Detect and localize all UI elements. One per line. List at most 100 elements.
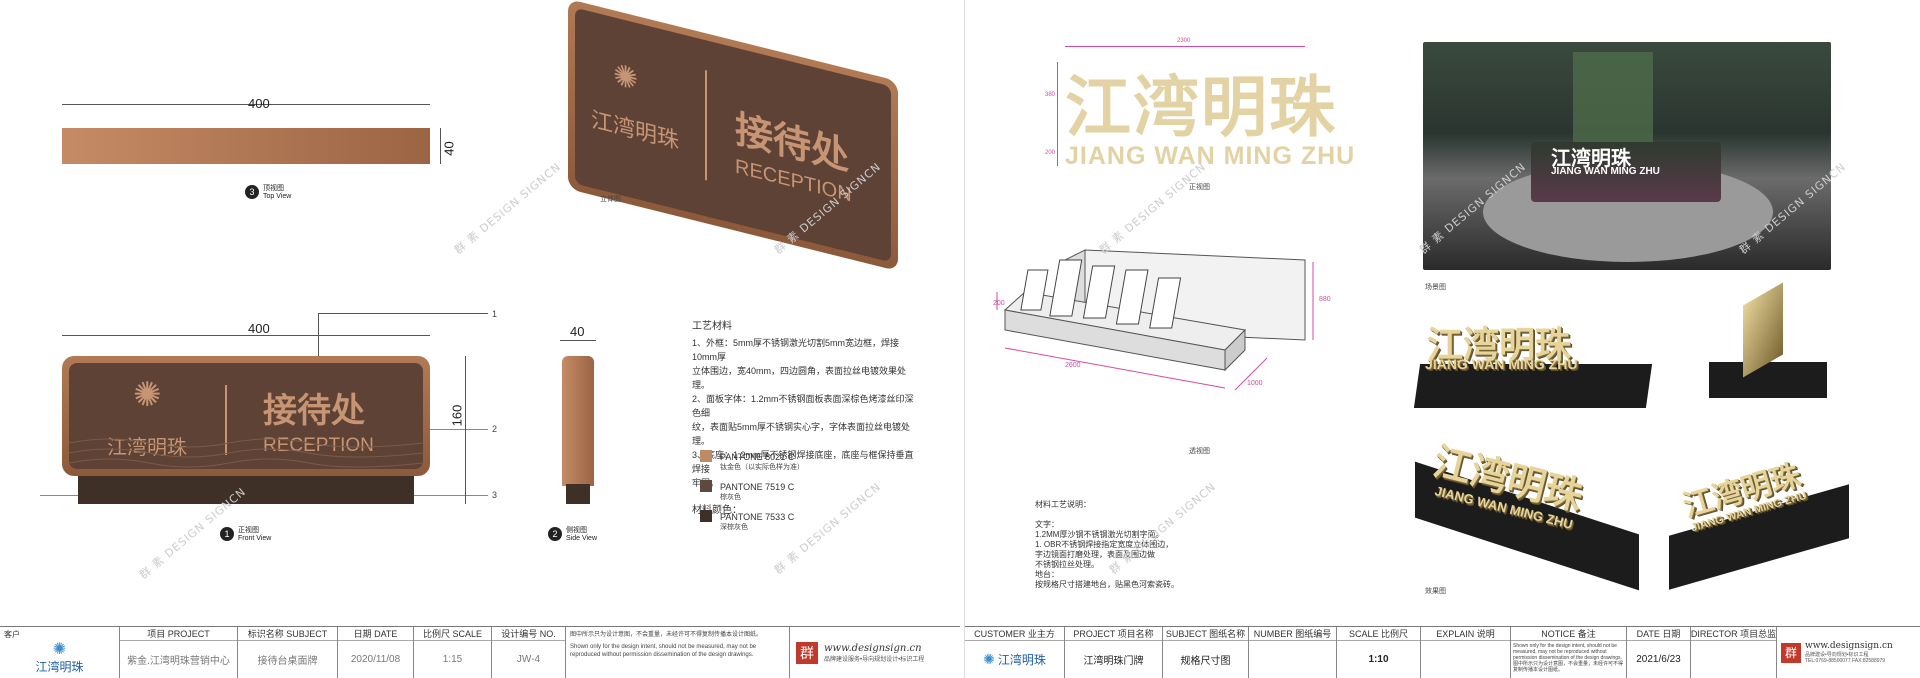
persp-dim-200: 200 [993,300,1005,307]
front-view-leader-mid [400,429,488,430]
color-item: PANTONE 7519 C 棕灰色 [700,480,900,502]
color-desc: 深棕灰色 [720,524,748,531]
front-view-height-line [465,356,466,504]
logo-dim-left1: 380 [1045,92,1056,98]
scale-label-right: SCALE 比例尺 [1337,627,1420,641]
scene-caption: 场景图 [1425,284,1446,291]
top-view-number: 3 [245,184,259,199]
logo-dim-top: 2300 [1177,38,1191,44]
front-title-cn: 接待处 [263,391,365,431]
effect-caption: 效果图 [1425,588,1446,595]
color-desc: 钛金色（以实际色样为准） [720,464,804,471]
craft-notes-right: 材料工艺说明： 文字： 1.2MM厚沙钢不锈钢激光切割字面。 1. OBR不锈钢… [1035,500,1275,590]
project-cell-right: PROJECT 项目名称 江湾明珠门牌 [1065,627,1163,678]
project-label-right: PROJECT 项目名称 [1065,627,1162,641]
subject-value-right: 规格尺寸图 [1180,656,1231,667]
date-value-right: 2021/6/23 [1636,654,1681,665]
brand-tel: TEL:0769-88500077 FAX:82588979 [1805,658,1886,664]
perspective-line-drawing [996,249,1314,391]
side-view-number: 2 [548,526,562,541]
craft-title-right: 材料工艺说明： [1035,500,1091,509]
date-cell-right: DATE 日期 2021/6/23 [1627,627,1691,678]
craft-line: 纹，表面贴5mm厚不锈钢实心字，字体表面拉丝电镀处理。 [692,422,911,446]
effect2-base [1709,362,1827,398]
project-cell: 项目 PROJECT 紫金.江湾明珠营销中心 [120,627,238,678]
brand-website-sub-right: 品牌建设•导向规划•标识工程 [1805,652,1869,658]
notice-cell-right: NOTICE 备注 Shown only for the design inte… [1511,627,1627,678]
client-cell: 客户 ✺ 江湾明珠 [0,627,120,678]
scale-value: 1:15 [442,654,463,665]
front-wave-pattern [69,438,423,468]
color-name: PANTONE 7519 C [720,482,795,492]
director-label: DIRECTOR 项目总监 [1691,629,1776,641]
number-value: JW-4 [516,654,541,665]
front-view-height-label: 160 [449,404,465,427]
craft-line: 1、外框：5mm厚不锈钢激光切割5mm宽边框，焊接10mm厚 [692,338,900,362]
notice-cn: 图中所示只为设计意图，不会重量，未经许可不得复制传播本设计图纸。 [570,632,763,638]
color-list: PANTONE 8021 C 钛金色（以实际色样为准） PANTONE 7519 … [700,450,900,532]
color-swatch [700,480,712,492]
front-emblem-icon: ✺ [133,375,162,415]
craft-title: 工艺材料 [692,321,732,332]
side-view-base [566,484,590,504]
top-view-caption-en: Top View [263,193,292,200]
craft-line-right: 不锈钢拉丝处理。 [1035,560,1099,569]
brand-website-sub: 品牌建设服务•导向规划设计•标识工程 [824,656,925,663]
front-view-caption-cn: 正视图 [238,527,259,534]
persp-dim-880: 880 [1319,296,1331,303]
explain-value [1421,641,1510,678]
title-block-right: CUSTOMER 业主方 ✺ 江湾明珠 PROJECT 项目名称 江湾明珠门牌 … [965,626,1920,678]
number-value-right [1249,641,1336,678]
front-view-leader-1: 1 [492,309,498,319]
scale-cell: 比例尺 SCALE 1:15 [414,627,492,678]
perspective-caption: 立体图 [600,196,621,203]
front-view-sign: ✺ 江湾明珠 接待处 RECEPTION [62,356,430,476]
craft-line: 3、底座：1.2mm厚不锈钢焊接底座，底座与框保持垂直焊接 [692,450,914,474]
project-label: 项目 PROJECT [120,627,237,641]
front-divider [225,385,227,455]
front-view-leader-3: 3 [492,490,498,500]
perspective-emblem-icon: ✺ [613,57,639,99]
project-value-right: 江湾明珠门牌 [1083,656,1144,667]
front-view-leader-top [318,313,488,314]
scale-cell-right: SCALE 比例尺 1:10 [1337,627,1421,678]
date-label-right: DATE 日期 [1627,627,1690,641]
side-view-caption-cn: 侧视图 [566,527,587,534]
customer-logo-text: 江湾明珠 [997,653,1046,667]
notice-en: Shown only for the design intent, should… [570,644,757,658]
front-view-dimension-line [62,335,430,336]
color-desc: 棕灰色 [720,494,741,501]
craft-line-right: 文字： [1035,520,1059,529]
date-label: 日期 DATE [338,627,413,641]
side-view-depth-label: 40 [570,324,585,339]
front-view-caption-en: Front View [238,535,272,542]
logo-en-front: JIANG WAN MING ZHU [1065,142,1356,170]
project-value: 紫金.江湾明珠营销中心 [127,656,230,667]
brand-seal-icon: 群 [796,641,818,664]
effect-render-2 [1709,282,1829,402]
front-view-leader-vert [318,313,319,358]
notice-cell: 图中所示只为设计意图，不会重量，未经许可不得复制传播本设计图纸。 Shown o… [566,627,790,678]
side-view-caption-en: Side View [566,535,598,542]
logo-dim-left2: 200 [1045,150,1056,156]
scene-render: 江湾明珠 JIANG WAN MING ZHU [1423,42,1831,270]
brand-cell: 群 www.designsign.cn 品牌建设服务•导向规划设计•标识工程 [790,627,960,678]
effect-render-4: 江湾明珠 JIANG WAN MING ZHU [1665,440,1855,590]
scene-building [1573,52,1653,142]
perspective-divider [705,70,707,181]
perspective-sign: ✺ 江湾明珠 接待处 RECEPTION [568,0,898,272]
top-view-depth-line [440,128,441,164]
explain-label: EXPLAIN 说明 [1421,627,1510,641]
customer-logo: ✺ 江湾明珠 [965,641,1064,678]
client-logo-icon: ✺ [52,641,67,658]
color-name: PANTONE 8021 C [720,452,795,462]
effect1-cn: 江湾明珠 [1427,324,1572,366]
logo-dim-left-line [1057,62,1058,166]
date-cell: 日期 DATE 2020/11/08 [338,627,414,678]
top-view-dimension-line [62,104,430,105]
client-label: 客户 [4,630,20,639]
